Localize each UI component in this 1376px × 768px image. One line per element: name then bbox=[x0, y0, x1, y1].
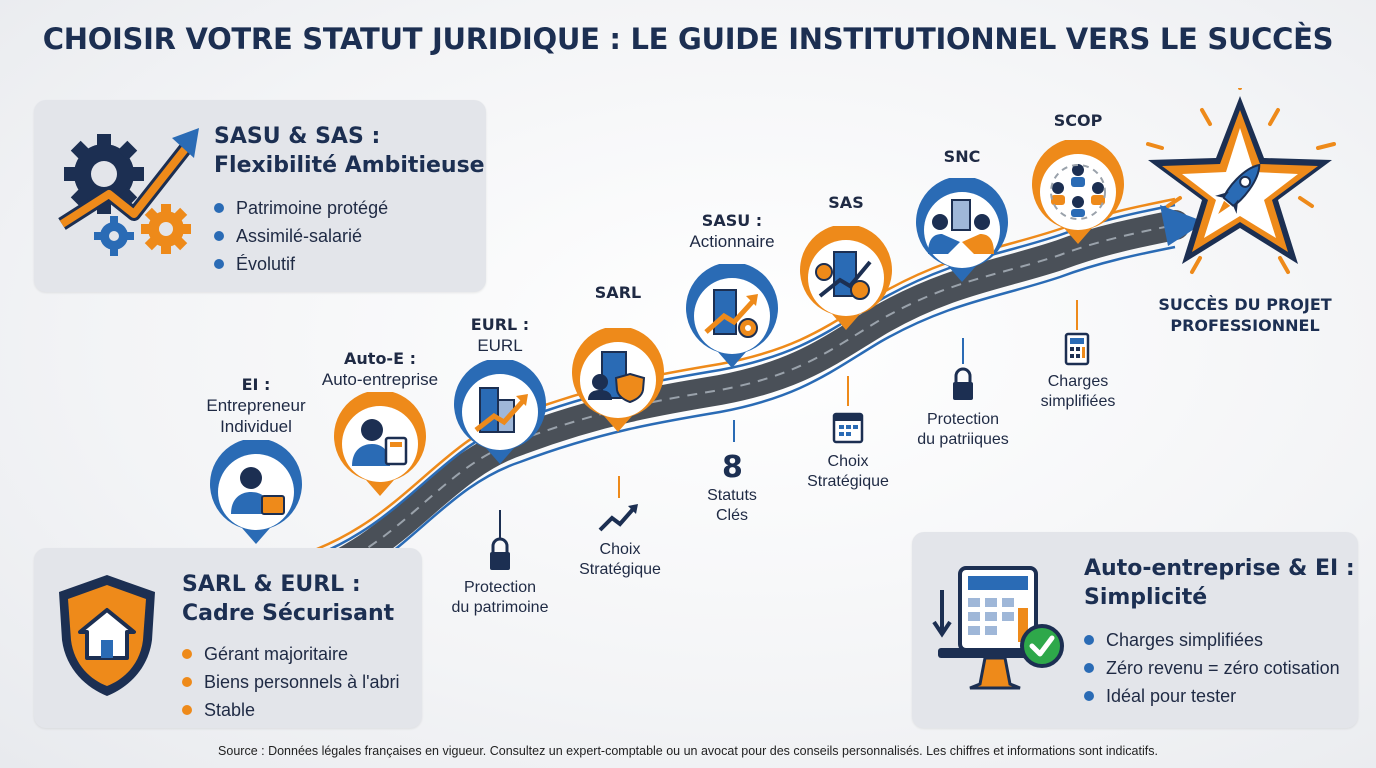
node-label-ei: EI : Entrepreneur Individuel bbox=[206, 375, 306, 436]
node-pin-sas bbox=[800, 226, 892, 330]
milestone-charges bbox=[1064, 300, 1090, 366]
node-label-eurl: EURL : EURL bbox=[470, 315, 530, 355]
node-pin-snc bbox=[916, 178, 1008, 282]
milestone-choix2 bbox=[832, 376, 864, 444]
panel-sarl-item: Biens personnels à l'abri bbox=[182, 668, 400, 696]
node-label-sasu: SASU : Actionnaire bbox=[689, 211, 775, 251]
node-label-sas: SAS bbox=[828, 193, 864, 212]
node-pin-sasu bbox=[686, 264, 778, 368]
panel-auto-item: Idéal pour tester bbox=[1084, 682, 1355, 710]
gears-growth-icon bbox=[58, 128, 199, 256]
node-pin-scop bbox=[1032, 140, 1124, 244]
lock-icon bbox=[490, 537, 510, 570]
milestone-label-protection2: Protection du patriiques bbox=[917, 411, 1009, 448]
building-shield-icon bbox=[588, 351, 646, 404]
building-gear-icon bbox=[704, 289, 758, 338]
shield-house-icon bbox=[59, 575, 155, 696]
panel-sarl-item: Stable bbox=[182, 696, 400, 724]
panel-sarl-title1: SARL & EURL : bbox=[182, 572, 361, 597]
success-label: SUCCÈS DU PROJET PROFESSIONNEL bbox=[1158, 295, 1332, 335]
panel-sas-title2: Flexibilité Ambitieuse bbox=[214, 153, 485, 178]
milestone-label-statuts: Statuts Clés bbox=[707, 487, 757, 524]
milestone-label-charges: Charges simplifiées bbox=[1040, 373, 1116, 410]
calculator-icon bbox=[1064, 332, 1090, 366]
panel-auto-item: Zéro revenu = zéro cotisation bbox=[1084, 654, 1355, 682]
milestone-label-choix1: Choix Stratégique bbox=[579, 541, 661, 578]
person-briefcase-icon bbox=[231, 467, 285, 515]
rocket-icon bbox=[1215, 163, 1261, 215]
panel-sas: SASU & SAS : Flexibilité Ambitieuse Patr… bbox=[34, 100, 486, 292]
panel-sas-item: Assimilé-salarié bbox=[214, 222, 485, 250]
milestone-label-choix2: Choix Stratégique bbox=[807, 453, 889, 490]
panel-auto: Auto-entreprise & EI : Simplicité Charge… bbox=[912, 532, 1358, 728]
milestone-statuts-line bbox=[733, 420, 735, 442]
milestone-protection2 bbox=[953, 338, 973, 400]
panel-sas-item: Patrimoine protégé bbox=[214, 194, 485, 222]
panel-sas-item: Évolutif bbox=[214, 250, 485, 278]
panel-auto-item: Charges simplifiées bbox=[1084, 626, 1355, 654]
node-label-snc: SNC bbox=[943, 147, 981, 166]
panel-sarl-title2: Cadre Sécurisant bbox=[182, 601, 395, 626]
source-note: Source : Données légales françaises en v… bbox=[218, 744, 1158, 758]
node-pin-autoe bbox=[334, 392, 426, 496]
panel-auto-title2: Simplicité bbox=[1084, 585, 1208, 610]
node-pin-eurl bbox=[454, 360, 546, 464]
success-star-icon bbox=[1146, 88, 1336, 274]
node-pin-sarl bbox=[572, 328, 664, 432]
building-growth-icon bbox=[474, 387, 528, 433]
node-pin-ei bbox=[210, 440, 302, 544]
milestone-protection1 bbox=[490, 510, 510, 570]
statuts-count: 8 bbox=[722, 450, 743, 485]
trend-up-icon bbox=[598, 504, 638, 532]
node-label-sarl: SARL bbox=[594, 283, 642, 302]
building-gears-icon bbox=[815, 251, 872, 300]
node-label-scop: SCOP bbox=[1053, 111, 1103, 130]
team-icon bbox=[1050, 164, 1106, 220]
milestone-choix1 bbox=[598, 476, 638, 532]
road-arrow-head bbox=[1160, 205, 1205, 246]
panel-sas-title1: SASU & SAS : bbox=[214, 124, 381, 149]
node-label-autoe: Auto-E : Auto-entreprise bbox=[321, 349, 439, 389]
lock-icon bbox=[953, 367, 973, 400]
handshake-icon bbox=[928, 199, 994, 254]
panel-auto-title1: Auto-entreprise & EI : bbox=[1084, 556, 1355, 581]
page-title: CHOISIR VOTRE STATUT JURIDIQUE : LE GUID… bbox=[42, 22, 1334, 56]
milestone-label-protection1: Protection du patrimoine bbox=[451, 579, 549, 616]
computer-check-icon bbox=[932, 566, 1064, 690]
panel-sarl: SARL & EURL : Cadre Sécurisant Gérant ma… bbox=[34, 548, 422, 728]
calendar-icon bbox=[832, 412, 864, 444]
person-calculator-icon bbox=[352, 419, 408, 466]
panel-sarl-item: Gérant majoritaire bbox=[182, 640, 400, 668]
